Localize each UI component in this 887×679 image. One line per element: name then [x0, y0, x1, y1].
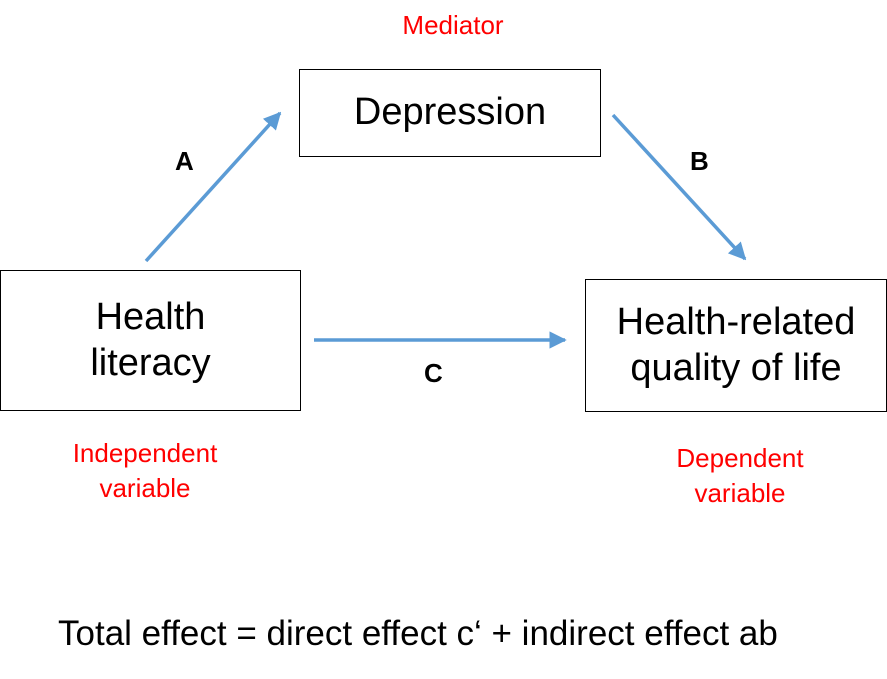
- path-c-label: C: [424, 358, 443, 388]
- path-a-label: A: [175, 146, 194, 176]
- dependent-variable-label: Health-related quality of life: [616, 300, 856, 389]
- mediator-role-label: Mediator: [402, 10, 504, 40]
- independent-variable-label: Health literacy: [90, 295, 211, 384]
- arrow-b: [611, 113, 747, 261]
- path-b-label: B: [690, 146, 709, 176]
- dependent-variable-box: Health-related quality of life: [585, 279, 887, 412]
- total-effect-formula: Total effect = direct effect c‘ + indire…: [58, 614, 778, 653]
- mediator-box: Depression: [299, 69, 601, 157]
- independent-role-label: Independent variable: [72, 438, 218, 504]
- dependent-role-label: Dependent variable: [676, 443, 804, 509]
- independent-variable-box: Health literacy: [0, 270, 301, 411]
- arrow-a: [144, 111, 282, 263]
- mediator-label: Depression: [353, 91, 547, 134]
